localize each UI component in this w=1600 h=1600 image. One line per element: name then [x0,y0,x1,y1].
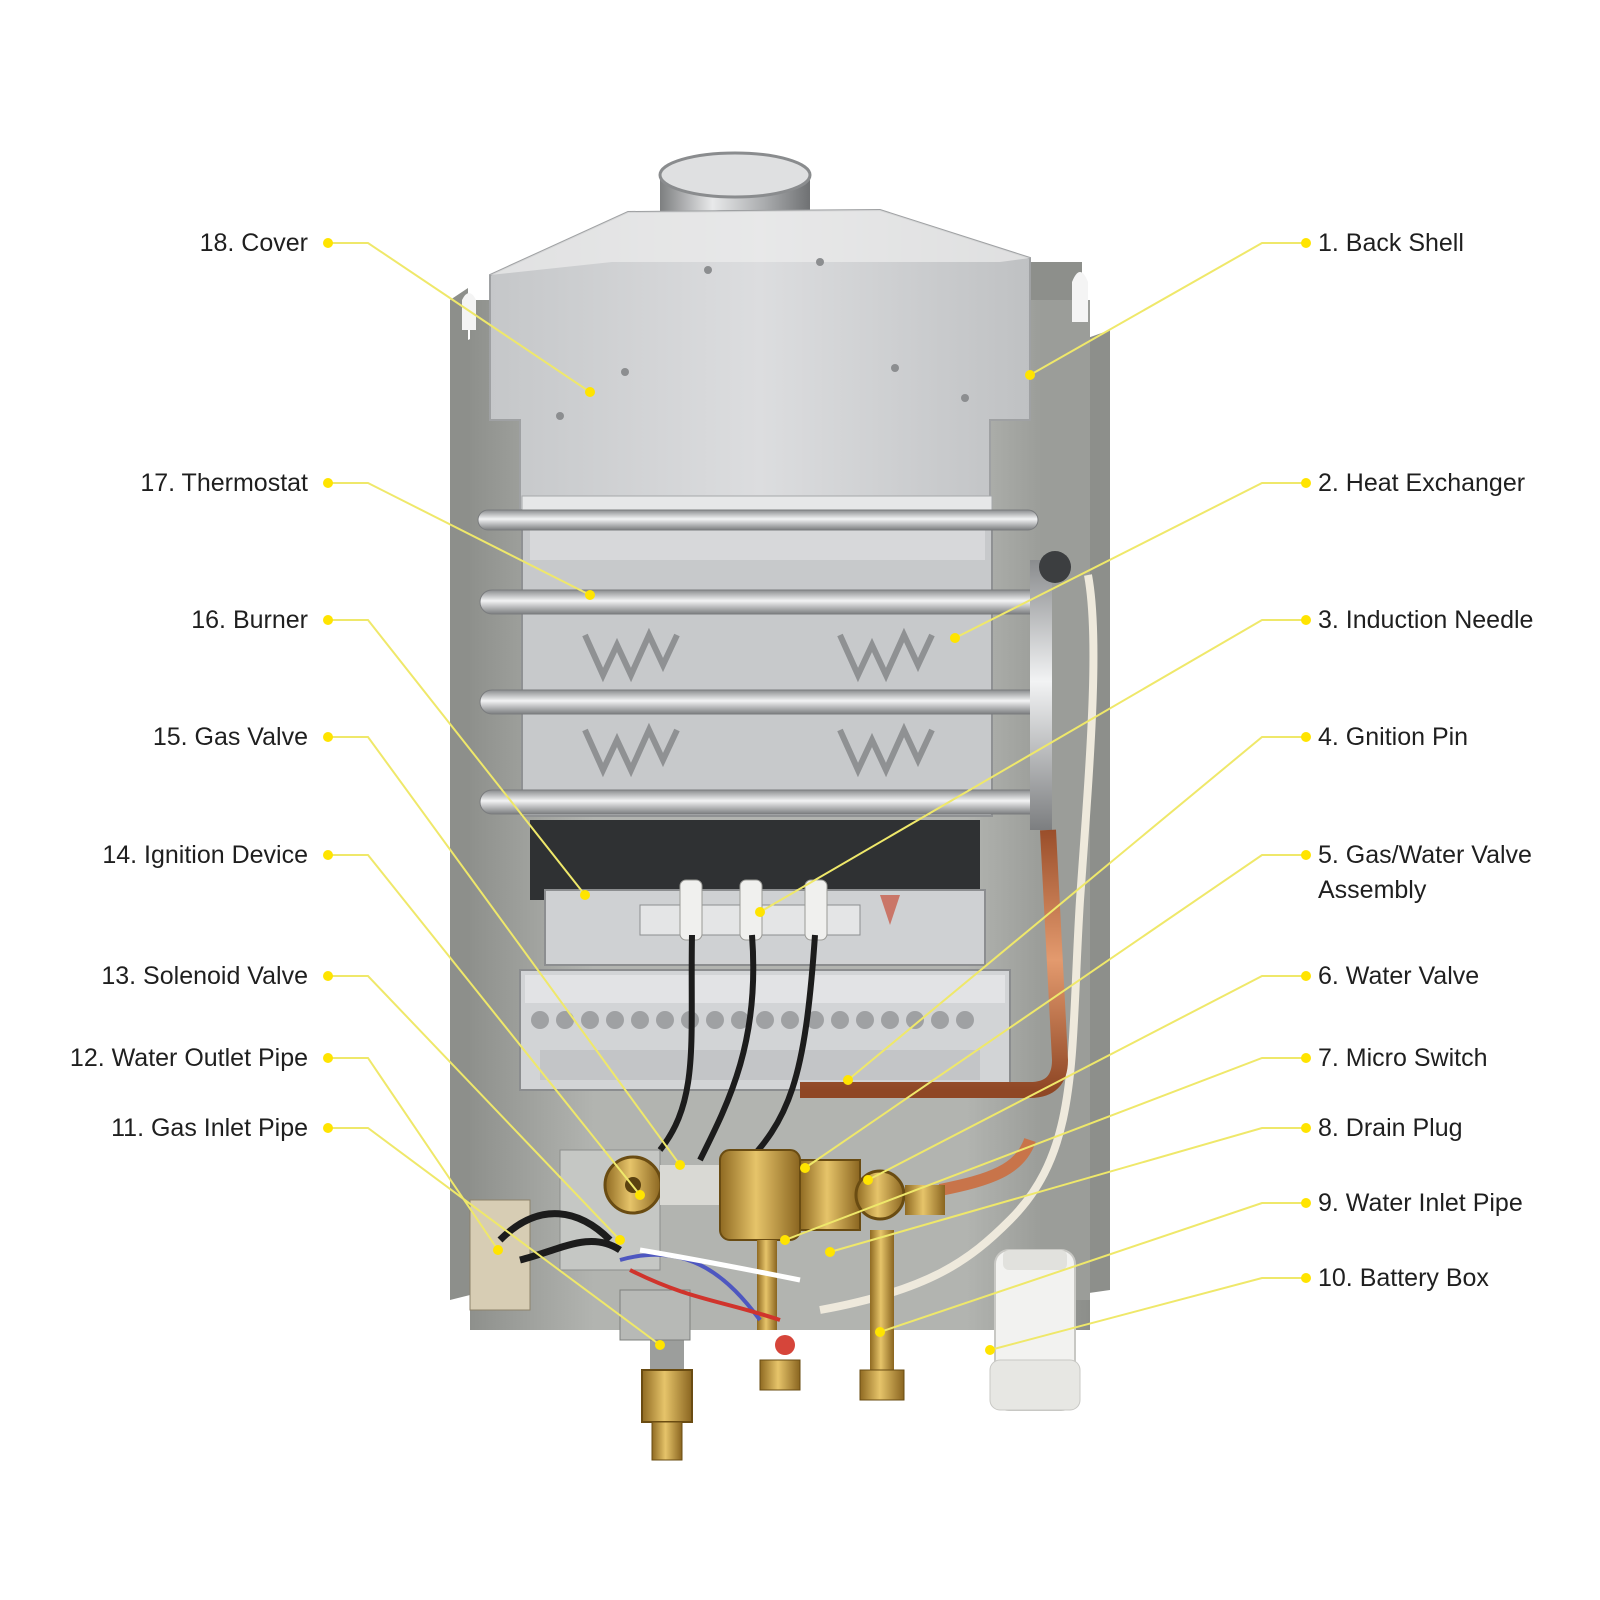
combustion-chamber [530,820,986,966]
label-water-outlet-pipe: 12. Water Outlet Pipe [69,1043,308,1072]
gas-inlet-fitting [641,1340,693,1461]
burner [519,969,1011,1091]
label-battery-box: 10. Battery Box [1318,1263,1489,1292]
label-thermostat: 17. Thermostat [140,468,308,497]
label-gas-water-valve-line2: Assembly [1318,875,1427,904]
label-drain-plug: 8. Drain Plug [1318,1113,1463,1142]
label-gas-water-valve-line1: 5. Gas/Water Valve [1318,840,1532,869]
label-solenoid-valve: 13. Solenoid Valve [101,961,308,990]
label-induction-needle: 3. Induction Needle [1318,605,1534,634]
label-gas-valve: 15. Gas Valve [152,722,308,751]
label-micro-switch: 7. Micro Switch [1318,1043,1488,1072]
battery-box [989,1249,1081,1411]
label-gas-inlet-pipe: 11. Gas Inlet Pipe [111,1113,308,1142]
label-cover: 18. Cover [199,228,308,257]
label-burner: 16. Burner [191,605,308,634]
label-back-shell: 1. Back Shell [1318,228,1464,257]
label-heat-exchanger: 2. Heat Exchanger [1318,468,1526,497]
label-gnition-pin: 4. Gnition Pin [1318,722,1469,751]
label-ignition-device: 14. Ignition Device [102,840,308,869]
cover-hood [489,208,1031,517]
label-water-valve: 6. Water Valve [1318,961,1480,990]
label-water-inlet-pipe: 9. Water Inlet Pipe [1318,1188,1523,1217]
heat-exchanger [477,509,1071,830]
label-gas-water-valve-assembly: 5. Gas/Water Valve Assembly [1318,838,1532,908]
